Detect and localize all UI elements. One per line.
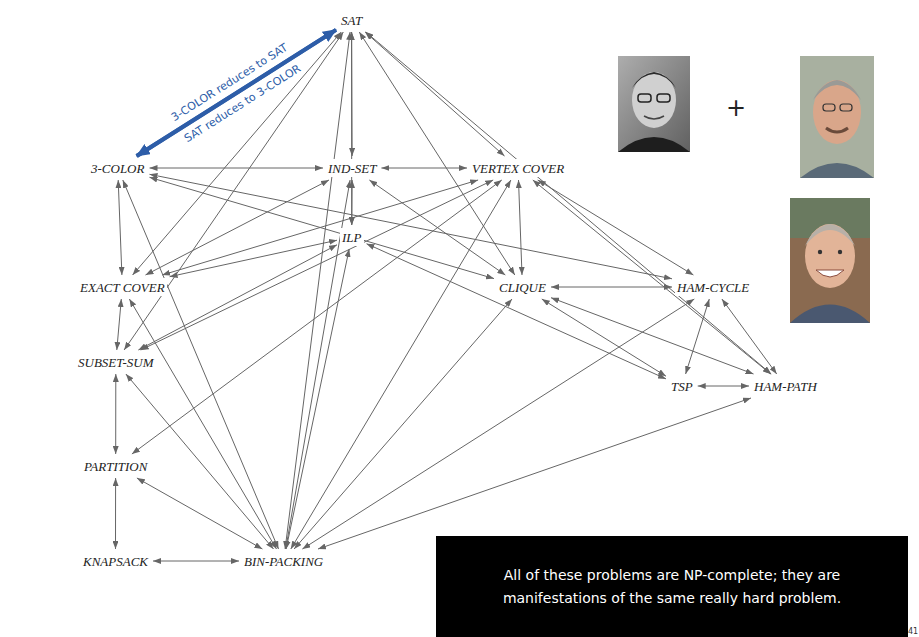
reduction-arrow: [533, 180, 771, 374]
problem-name: HAM-CYCLE: [677, 280, 749, 295]
problem-node: KNAPSACK: [81, 552, 150, 570]
reduction-arrow: [366, 32, 771, 374]
reduction-arrow: [153, 561, 239, 562]
problem-name: SUBSET-SUM: [78, 355, 154, 370]
problem-node: HAM-PATH: [752, 377, 819, 395]
reduction-arrow: [129, 299, 276, 549]
reduction-arrow: [133, 32, 342, 275]
note-text: All of these problems are NP-complete; t…: [458, 564, 886, 610]
problem-name: TSP: [671, 379, 693, 394]
plus-sign: +: [726, 94, 746, 123]
highlighted-reduction-arrow: [137, 30, 336, 156]
reduction-arrow: [722, 299, 777, 374]
reduction-arrow: [150, 168, 324, 169]
problem-node: HAM-CYCLE: [675, 278, 751, 296]
problem-node: 3-COLOR: [89, 159, 146, 177]
reduction-arrow: [294, 299, 512, 549]
problem-name: IND-SET: [328, 161, 376, 176]
reduction-arrow: [551, 287, 672, 288]
reduction-arrow: [698, 386, 749, 387]
portrait-1: [618, 56, 690, 152]
problem-node: SUBSET-SUM: [76, 353, 156, 371]
reduction-arrow: [381, 168, 467, 169]
reduction-arrow: [351, 32, 352, 225]
reduction-arrow: [141, 180, 494, 350]
problem-node: VERTEX COVER: [470, 159, 566, 177]
reduction-arrow: [115, 374, 116, 454]
problem-node: EXACT COVER: [78, 278, 167, 296]
problem-name: EXACT COVER: [80, 280, 165, 295]
problem-name: VERTEX COVER: [472, 161, 564, 176]
reduction-arrow: [542, 299, 666, 376]
problem-node: ILP: [340, 228, 364, 246]
highlighted-reduction-arrow: [137, 30, 336, 156]
reduction-arrow: [150, 177, 495, 278]
reduction-arrow: [132, 180, 502, 454]
page-number: 41: [908, 627, 918, 637]
problem-node: SAT: [339, 11, 364, 29]
reduction-arrow: [117, 299, 122, 350]
problem-node: CLIQUE: [497, 278, 548, 296]
reduction-arrow: [686, 299, 710, 374]
reduction-arrow: [359, 32, 515, 275]
reduction-arrow: [318, 398, 751, 549]
reduction-arrow: [365, 32, 504, 156]
reduction-arrow: [118, 180, 122, 275]
reduction-arrow: [150, 174, 673, 278]
reduction-arrow: [367, 244, 667, 379]
problem-node: PARTITION: [82, 457, 149, 475]
reduction-arrow: [162, 180, 478, 275]
reduction-arrow: [519, 180, 523, 275]
reduction-arrow: [551, 298, 754, 374]
portrait-2: [800, 56, 874, 178]
reduction-arrow: [137, 478, 263, 549]
problem-name: PARTITION: [84, 459, 147, 474]
problem-name: SAT: [341, 13, 362, 28]
reduction-arrow: [302, 299, 694, 549]
problem-node: TSP: [669, 377, 695, 395]
problem-name: HAM-PATH: [754, 379, 817, 394]
reduction-arrow: [285, 32, 350, 549]
note-box: All of these problems are NP-complete; t…: [436, 536, 908, 637]
reduction-arrow: [538, 180, 694, 275]
reduction-arrow: [138, 245, 337, 350]
reduction-arrow: [146, 180, 330, 275]
problem-node: BIN-PACKING: [242, 552, 325, 570]
problem-name: KNAPSACK: [83, 554, 148, 569]
reduction-arrow: [286, 249, 349, 549]
reduction-arrow: [115, 478, 116, 549]
problem-name: ILP: [342, 230, 362, 245]
problem-name: CLIQUE: [499, 280, 546, 295]
problem-node: IND-SET: [326, 159, 378, 177]
problem-name: 3-COLOR: [91, 161, 144, 176]
problem-name: BIN-PACKING: [244, 554, 323, 569]
portrait-3: [790, 198, 870, 323]
